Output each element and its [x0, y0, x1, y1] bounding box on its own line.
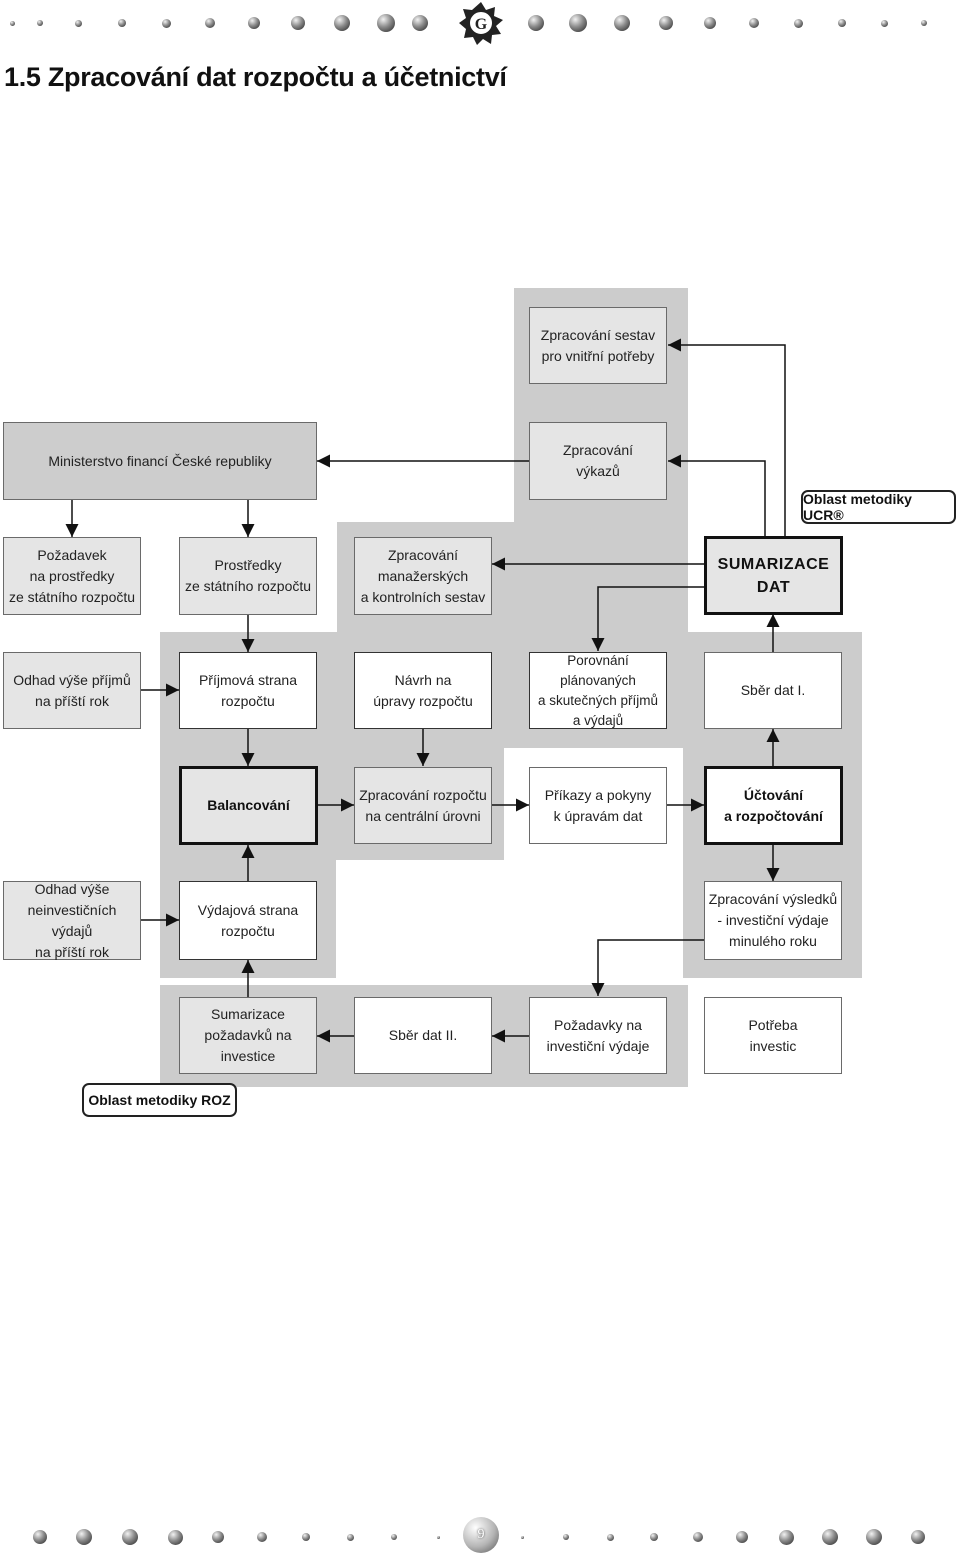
decor-dot	[693, 1532, 703, 1542]
arrow-sumarizace-to-porovnani	[591, 586, 704, 651]
decor-dot	[161, 18, 171, 28]
page-title: 1.5 Zpracování dat rozpočtu a účetnictví	[4, 62, 507, 92]
decor-dot	[659, 16, 673, 30]
box-odhad-vydaju: Odhad výše neinvestičních výdajů na příš…	[3, 881, 141, 960]
box-prijmova-strana: Příjmová strana rozpočtu	[179, 652, 317, 729]
decor-dot	[569, 14, 587, 32]
decor-dot	[778, 1529, 794, 1545]
decor-dot	[921, 20, 927, 26]
decor-dot	[257, 1532, 267, 1542]
decor-dot	[9, 20, 15, 26]
box-pozadavky-investicni: Požadavky na investiční výdaje	[529, 997, 667, 1074]
decor-dot	[391, 1534, 397, 1540]
arrow-sumarizace-to-sestavy	[668, 338, 786, 536]
box-sumarizace-dat: SUMARIZACE DAT	[704, 536, 843, 615]
decor-dot	[606, 1533, 614, 1541]
header-dots	[0, 8, 960, 38]
gear-g-logo-icon: G	[459, 2, 503, 45]
decor-dot	[749, 18, 759, 28]
box-zpracovani-vysledku: Zpracování výsledků - investiční výdaje …	[704, 881, 842, 960]
decor-dot	[118, 19, 126, 27]
box-zpracovani-centralni: Zpracování rozpočtu na centrální úrovni	[354, 767, 492, 844]
decor-dot	[37, 20, 43, 26]
label-oblast-ucr: Oblast metodiky UCR®	[801, 490, 956, 524]
decor-dot	[614, 15, 630, 31]
box-zpracovani-vykazu: Zpracování výkazů	[529, 422, 667, 500]
box-sber-dat-2: Sběr dat II.	[354, 997, 492, 1074]
box-uctovani-a-rozpoctovani: Účtování a rozpočtování	[704, 766, 843, 845]
box-balancovani: Balancování	[179, 766, 318, 845]
decor-dot	[704, 17, 716, 29]
box-vydajova-strana: Výdajová strana rozpočtu	[179, 881, 317, 960]
box-zpracovani-sestav: Zpracování sestav pro vnitřní potřeby	[529, 307, 667, 384]
decor-dot	[302, 1533, 310, 1541]
page-number: 9	[463, 1517, 499, 1553]
decor-dot	[736, 1531, 748, 1543]
decor-dot	[205, 18, 215, 28]
decor-dot	[346, 1533, 354, 1541]
decor-dot	[520, 1535, 524, 1539]
decor-dot	[436, 1535, 440, 1539]
decor-dot	[248, 17, 260, 29]
arrow-sumarizace-to-vykazy	[668, 454, 766, 536]
box-sumarizace-pozadavku: Sumarizace požadavků na investice	[179, 997, 317, 1074]
svg-text:G: G	[475, 16, 488, 33]
decor-dot	[412, 15, 428, 31]
decor-dot	[650, 1533, 658, 1541]
decor-dot	[866, 1529, 882, 1545]
decor-dot	[212, 1531, 224, 1543]
decor-dot	[377, 14, 395, 32]
decor-dot	[911, 1530, 925, 1544]
decor-dot	[33, 1530, 47, 1544]
arrow-vysledky-to-pozadavky	[591, 939, 704, 996]
decor-dot	[822, 1529, 838, 1545]
box-pozadavek-na-prostredky: Požadavek na prostředky ze státního rozp…	[3, 537, 141, 615]
decor-dot	[291, 16, 305, 30]
decor-dot	[563, 1534, 569, 1540]
decor-dot	[838, 19, 846, 27]
box-prikazy-a-pokyny: Příkazy a pokyny k úpravám dat	[529, 767, 667, 844]
decor-dot	[334, 15, 350, 31]
decor-dot	[880, 19, 888, 27]
decor-dot	[528, 15, 544, 31]
box-navrh-na-upravy: Návrh na úpravy rozpočtu	[354, 652, 492, 729]
box-potreba-investic: Potřeba investic	[704, 997, 842, 1074]
box-prostredky-ze-rozpoctu: Prostředky ze státního rozpočtu	[179, 537, 317, 615]
decor-dot	[76, 1529, 92, 1545]
box-sber-dat-1: Sběr dat I.	[704, 652, 842, 729]
decor-dot	[74, 19, 82, 27]
box-zpracovani-manazerskych-sestav: Zpracování manažerských a kontrolních se…	[354, 537, 492, 615]
decor-dot	[793, 18, 803, 28]
box-odhad-prijmu: Odhad výše příjmů na příští rok	[3, 652, 141, 729]
decor-dot	[167, 1529, 183, 1545]
box-porovnani-planovanych: Porovnání plánovaných a skutečných příjm…	[529, 652, 667, 729]
footer-dots	[0, 1522, 960, 1552]
decor-dot	[122, 1529, 138, 1545]
box-ministerstvo-financi: Ministerstvo financí České republiky	[3, 422, 317, 500]
label-oblast-roz: Oblast metodiky ROZ	[82, 1083, 237, 1117]
